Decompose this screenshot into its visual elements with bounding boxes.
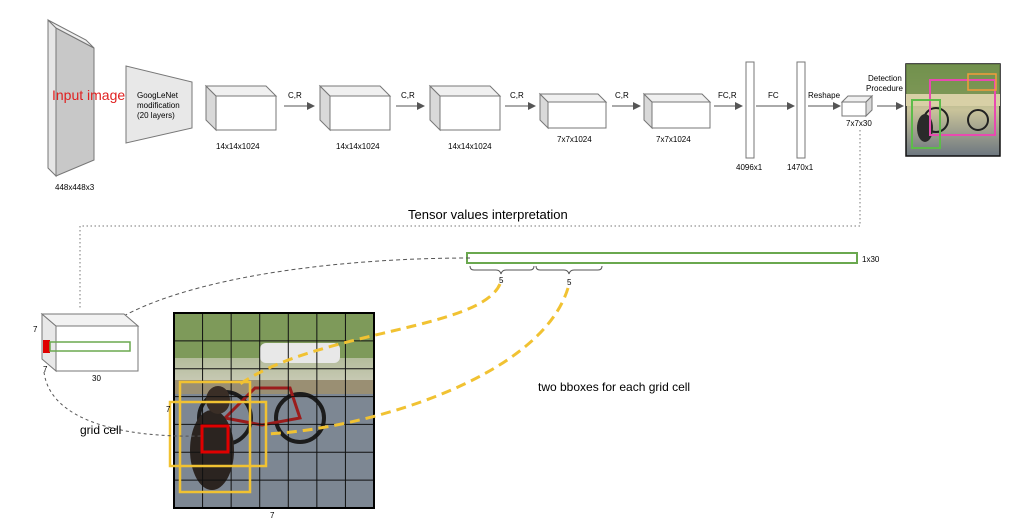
cube-dim-w: 30 xyxy=(92,374,101,383)
googlenet-block xyxy=(125,65,193,144)
fc1-dim: 4096x1 xyxy=(736,163,763,172)
brace-bbox-2 xyxy=(535,265,603,275)
fc1-layer xyxy=(745,61,755,159)
feature-block-4 xyxy=(538,92,608,130)
googlenet-label-1: GoogLeNet xyxy=(137,91,179,100)
detection-label-1: Detection xyxy=(868,74,902,83)
detection-result-image xyxy=(905,63,1001,157)
op-label-1: C,R xyxy=(288,91,302,100)
grid-cell-label: grid cell xyxy=(80,423,121,437)
op-label-6: FC xyxy=(768,91,779,100)
output-cube xyxy=(840,94,874,118)
input-image-slab xyxy=(47,18,95,178)
feature-block-2 xyxy=(318,84,392,132)
googlenet-label-3: (20 layers) xyxy=(137,111,175,120)
bbox-link-2 xyxy=(265,287,570,436)
cube-dim-h: 7 xyxy=(33,325,38,334)
bbox-link-1 xyxy=(239,283,502,386)
bbox-2 xyxy=(168,400,268,468)
vector-dim-label: 1x30 xyxy=(862,255,880,264)
interpretation-title: Tensor values interpretation xyxy=(408,207,568,222)
grid-image xyxy=(174,313,374,508)
feature-block-5 xyxy=(642,92,712,130)
block-dim-1: 14x14x1024 xyxy=(216,142,260,151)
fc2-dim: 1470x1 xyxy=(787,163,814,172)
op-label-7: Reshape xyxy=(808,91,841,100)
op-label-5: FC,R xyxy=(718,91,737,100)
detection-label-2: Procedure xyxy=(866,84,903,93)
block-dim-2: 14x14x1024 xyxy=(336,142,380,151)
output-dim: 7x7x30 xyxy=(846,119,872,128)
feature-blocks xyxy=(204,84,712,132)
op-label-4: C,R xyxy=(615,91,629,100)
block-dim-3: 14x14x1024 xyxy=(448,142,492,151)
op-label-3: C,R xyxy=(510,91,524,100)
input-image-label: Input image xyxy=(52,87,125,103)
feature-block-3 xyxy=(428,84,502,132)
output-tensor-cube xyxy=(40,312,140,373)
bbox-1 xyxy=(178,380,252,494)
vector-1x30 xyxy=(466,252,858,264)
block-dim-4: 7x7x1024 xyxy=(557,135,592,144)
interpretation-connector xyxy=(79,130,861,308)
brace-label-2: 5 xyxy=(567,278,572,287)
fc2-layer xyxy=(796,61,806,159)
brace-label-1: 5 xyxy=(499,276,504,285)
grid-rows-label: 7 xyxy=(166,405,171,414)
grid-cell-highlight xyxy=(200,424,230,454)
input-dim-label: 448x448x3 xyxy=(55,183,95,192)
grid-image-border xyxy=(173,312,375,509)
tensor-cell-red xyxy=(43,340,50,353)
feature-block-1 xyxy=(204,84,278,132)
block-dim-5: 7x7x1024 xyxy=(656,135,691,144)
bbox-caption: two bboxes for each grid cell xyxy=(538,380,690,394)
op-label-2: C,R xyxy=(401,91,415,100)
grid-cols-label: 7 xyxy=(270,511,275,520)
tensor-cell-vector xyxy=(49,341,131,352)
brace-bbox-1 xyxy=(469,265,535,275)
cube-dim-d: 7 xyxy=(43,365,48,374)
googlenet-label-2: modification xyxy=(137,101,180,110)
